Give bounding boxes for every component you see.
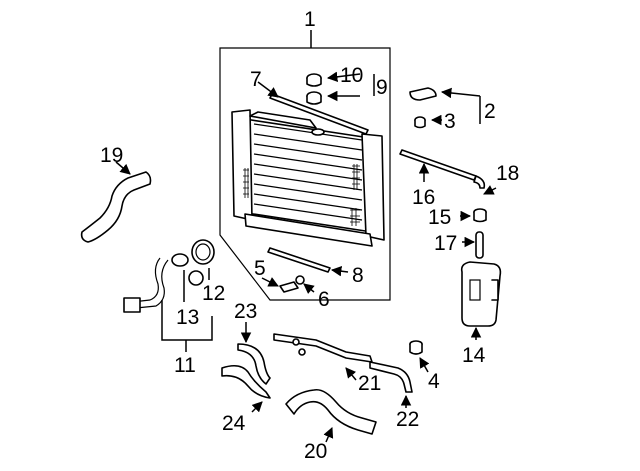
reservoir-cap [473, 208, 487, 223]
radiator-core [231, 109, 385, 247]
callout-22: 22 [396, 408, 419, 431]
upper-hose [80, 171, 152, 243]
callout-24: 24 [222, 412, 246, 435]
callout-5: 5 [254, 257, 266, 280]
callout-14: 14 [462, 344, 486, 367]
lower-hose-short [221, 364, 271, 399]
callout-3: 3 [444, 110, 456, 133]
callout-20: 20 [304, 440, 327, 463]
grommet [409, 340, 423, 355]
lower-radiator-hose [285, 388, 377, 435]
reservoir-tube [475, 231, 484, 259]
small-hose [237, 343, 271, 385]
callout-10: 10 [340, 64, 363, 87]
callout-17: 17 [434, 232, 457, 255]
radiator-cap-parts [306, 73, 322, 105]
callout-16: 16 [412, 186, 435, 209]
callout-18: 18 [496, 162, 519, 185]
callout-7: 7 [250, 68, 262, 91]
fan-switch-harness [123, 239, 215, 313]
lower-seal-strip [267, 247, 331, 273]
bracket-11 [161, 300, 213, 352]
callout-2: 2 [484, 100, 496, 123]
callout-13: 13 [176, 306, 199, 329]
coolant-reservoir [460, 261, 502, 327]
leader-lines [115, 71, 497, 443]
drain-rod [399, 149, 477, 181]
cover-bracket [409, 87, 437, 101]
water-pipe [273, 333, 373, 363]
elbow-hose [473, 175, 486, 189]
callout-12: 12 [202, 282, 225, 305]
lower-bracket [279, 281, 299, 293]
callout-4: 4 [428, 370, 440, 393]
callout-23: 23 [234, 300, 257, 323]
callout-8: 8 [352, 264, 364, 287]
callout-19: 19 [100, 144, 123, 167]
callout-6: 6 [318, 288, 330, 311]
mount-cushion [295, 275, 305, 285]
callout-1: 1 [304, 8, 316, 31]
callout-9: 9 [376, 76, 388, 99]
callout-11: 11 [174, 354, 196, 377]
bypass-hose [369, 361, 413, 393]
hex-nut [414, 116, 426, 129]
callout-21: 21 [358, 372, 381, 395]
radiator-assembly-outline [219, 47, 391, 301]
callout-15: 15 [428, 206, 451, 229]
